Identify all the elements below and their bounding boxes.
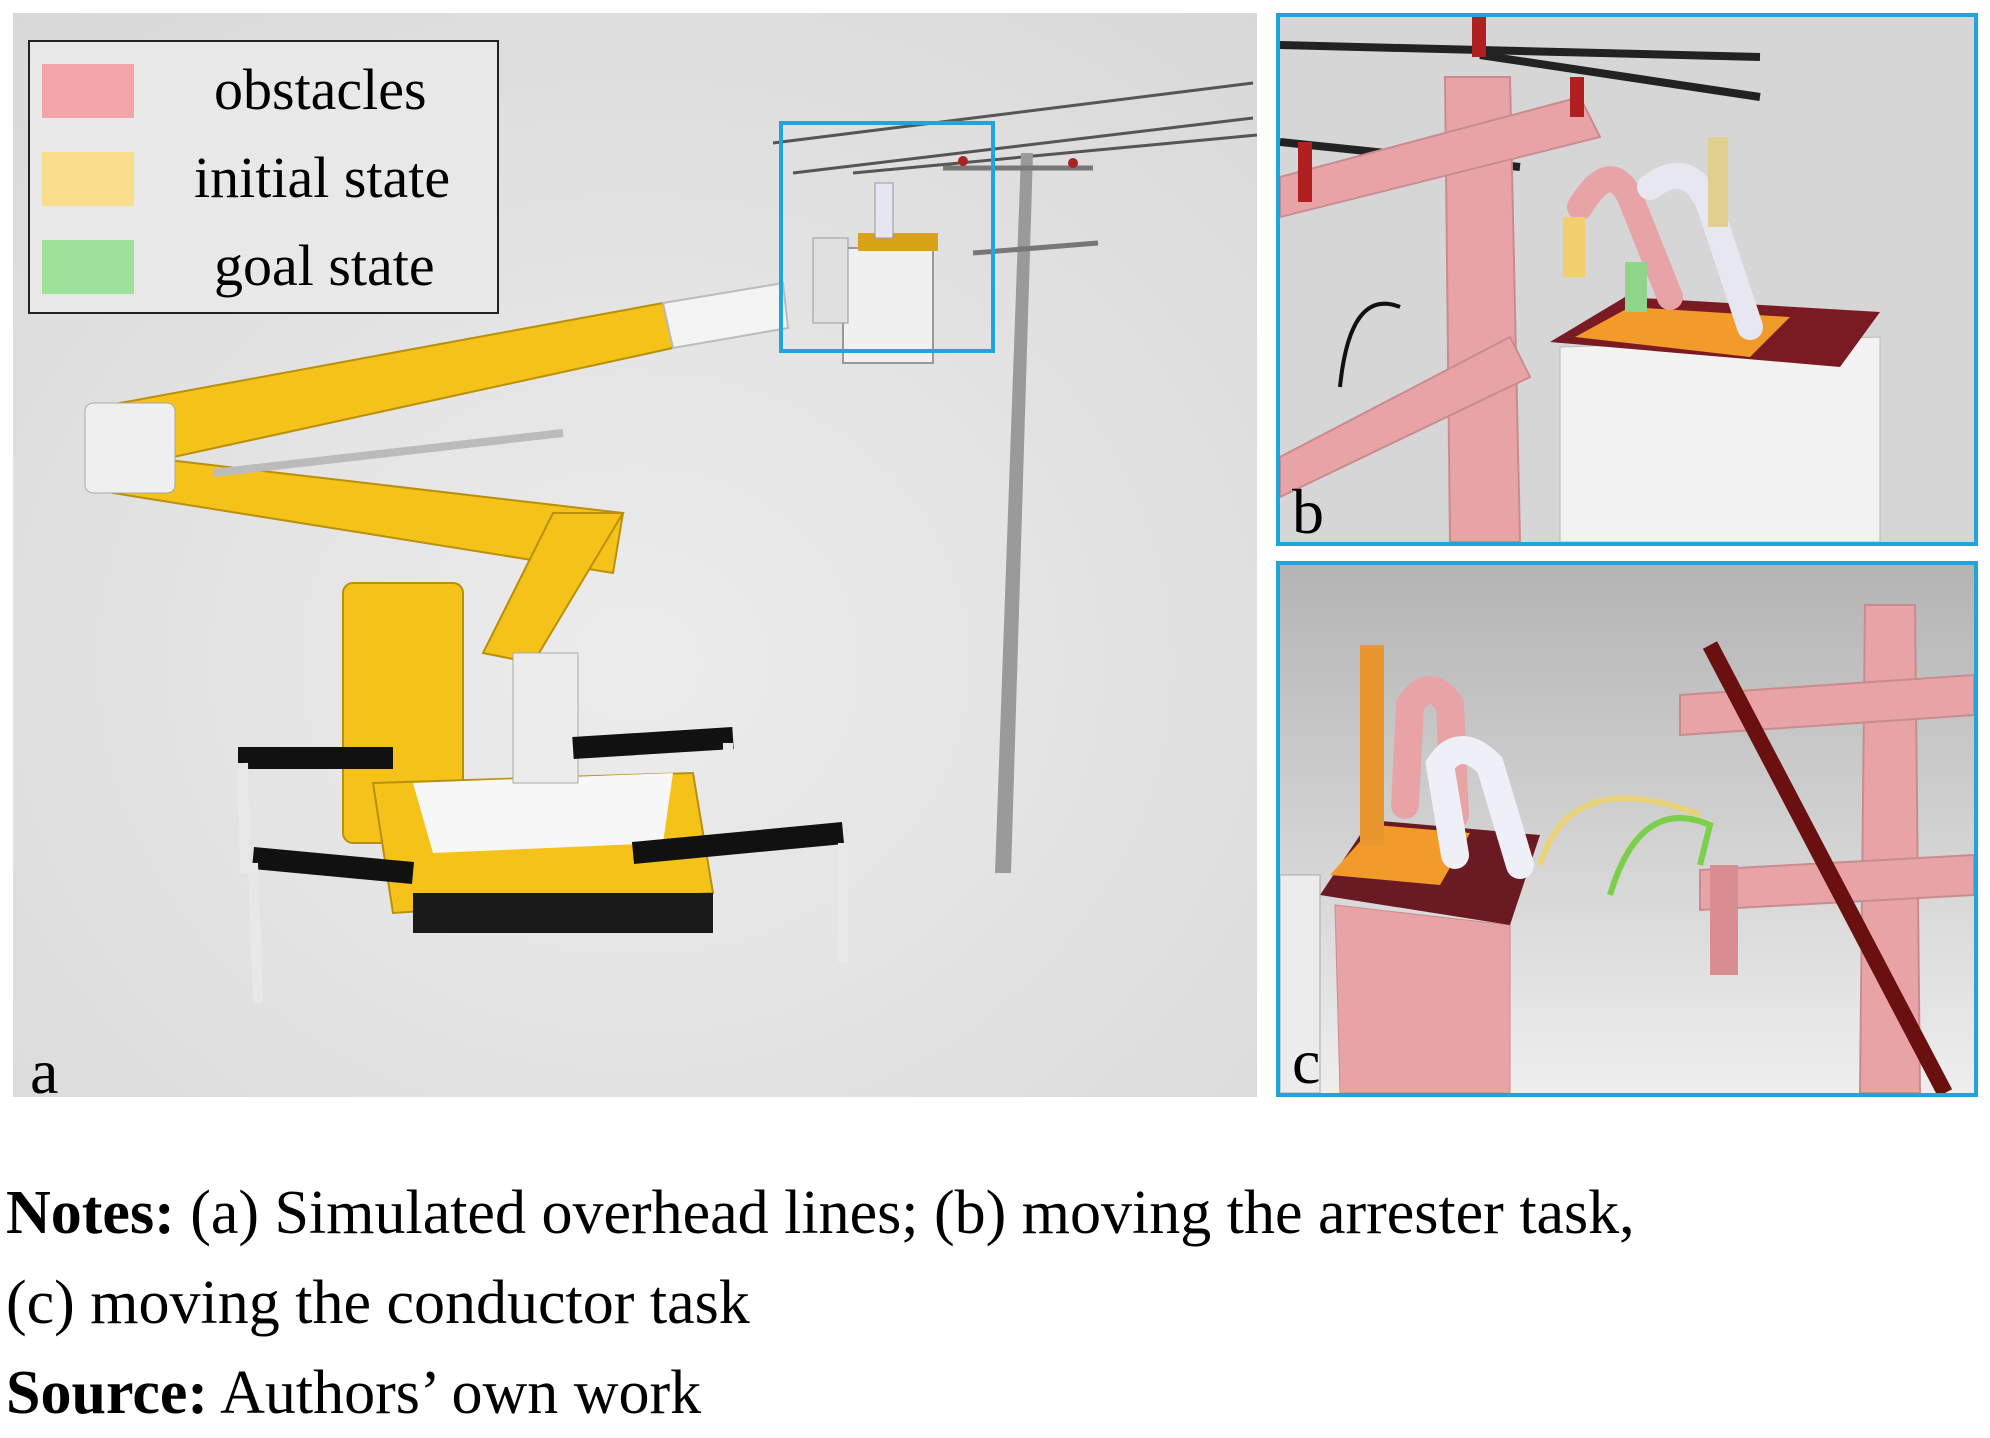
notes-text-2: (c) moving the conductor task bbox=[6, 1269, 750, 1337]
initial-state-swatch bbox=[42, 152, 134, 206]
notes-line-1: Notes: (a) Simulated overhead lines; (b)… bbox=[6, 1168, 1986, 1258]
notes-line-2: (c) moving the conductor task bbox=[6, 1258, 1986, 1348]
panel-a-letter: a bbox=[30, 1036, 59, 1107]
notes-text-1: (a) Simulated overhead lines; (b) moving… bbox=[174, 1179, 1635, 1247]
legend-item-goal-state: goal state bbox=[42, 232, 492, 298]
legend-label: initial state bbox=[194, 145, 451, 210]
legend-label: obstacles bbox=[214, 57, 427, 122]
source-line: Source: Authors’ own work bbox=[6, 1348, 1986, 1438]
highlight-box bbox=[779, 121, 995, 353]
panel-c-conductor-task bbox=[1276, 561, 1978, 1097]
work-bucket bbox=[812, 182, 938, 364]
legend: obstacles initial state goal state bbox=[28, 40, 499, 314]
outriggers bbox=[238, 727, 845, 884]
source-label: Source: bbox=[6, 1359, 209, 1427]
obstacles-swatch bbox=[42, 64, 134, 118]
overhead-lines bbox=[772, 81, 1257, 175]
truck-body bbox=[342, 582, 715, 933]
legend-item-obstacles: obstacles bbox=[42, 56, 492, 122]
legend-label: goal state bbox=[214, 233, 435, 298]
panel-b-arrester-task bbox=[1276, 13, 1978, 546]
legend-item-initial-state: initial state bbox=[42, 144, 492, 210]
panel-b-letter: b bbox=[1292, 476, 1324, 547]
panel-c-letter: c bbox=[1292, 1026, 1321, 1097]
arrester-task-illustration bbox=[1280, 17, 1974, 542]
conductor-task-illustration bbox=[1280, 565, 1974, 1093]
source-text: Authors’ own work bbox=[208, 1359, 702, 1427]
bucket-truck-illustration bbox=[13, 13, 1257, 1097]
boom-arm bbox=[84, 281, 790, 665]
panel-a-overhead-lines-scene bbox=[13, 13, 1257, 1097]
goal-state-swatch bbox=[42, 240, 134, 294]
figure-caption: Notes: (a) Simulated overhead lines; (b)… bbox=[6, 1168, 1986, 1438]
notes-label: Notes: bbox=[6, 1179, 175, 1247]
